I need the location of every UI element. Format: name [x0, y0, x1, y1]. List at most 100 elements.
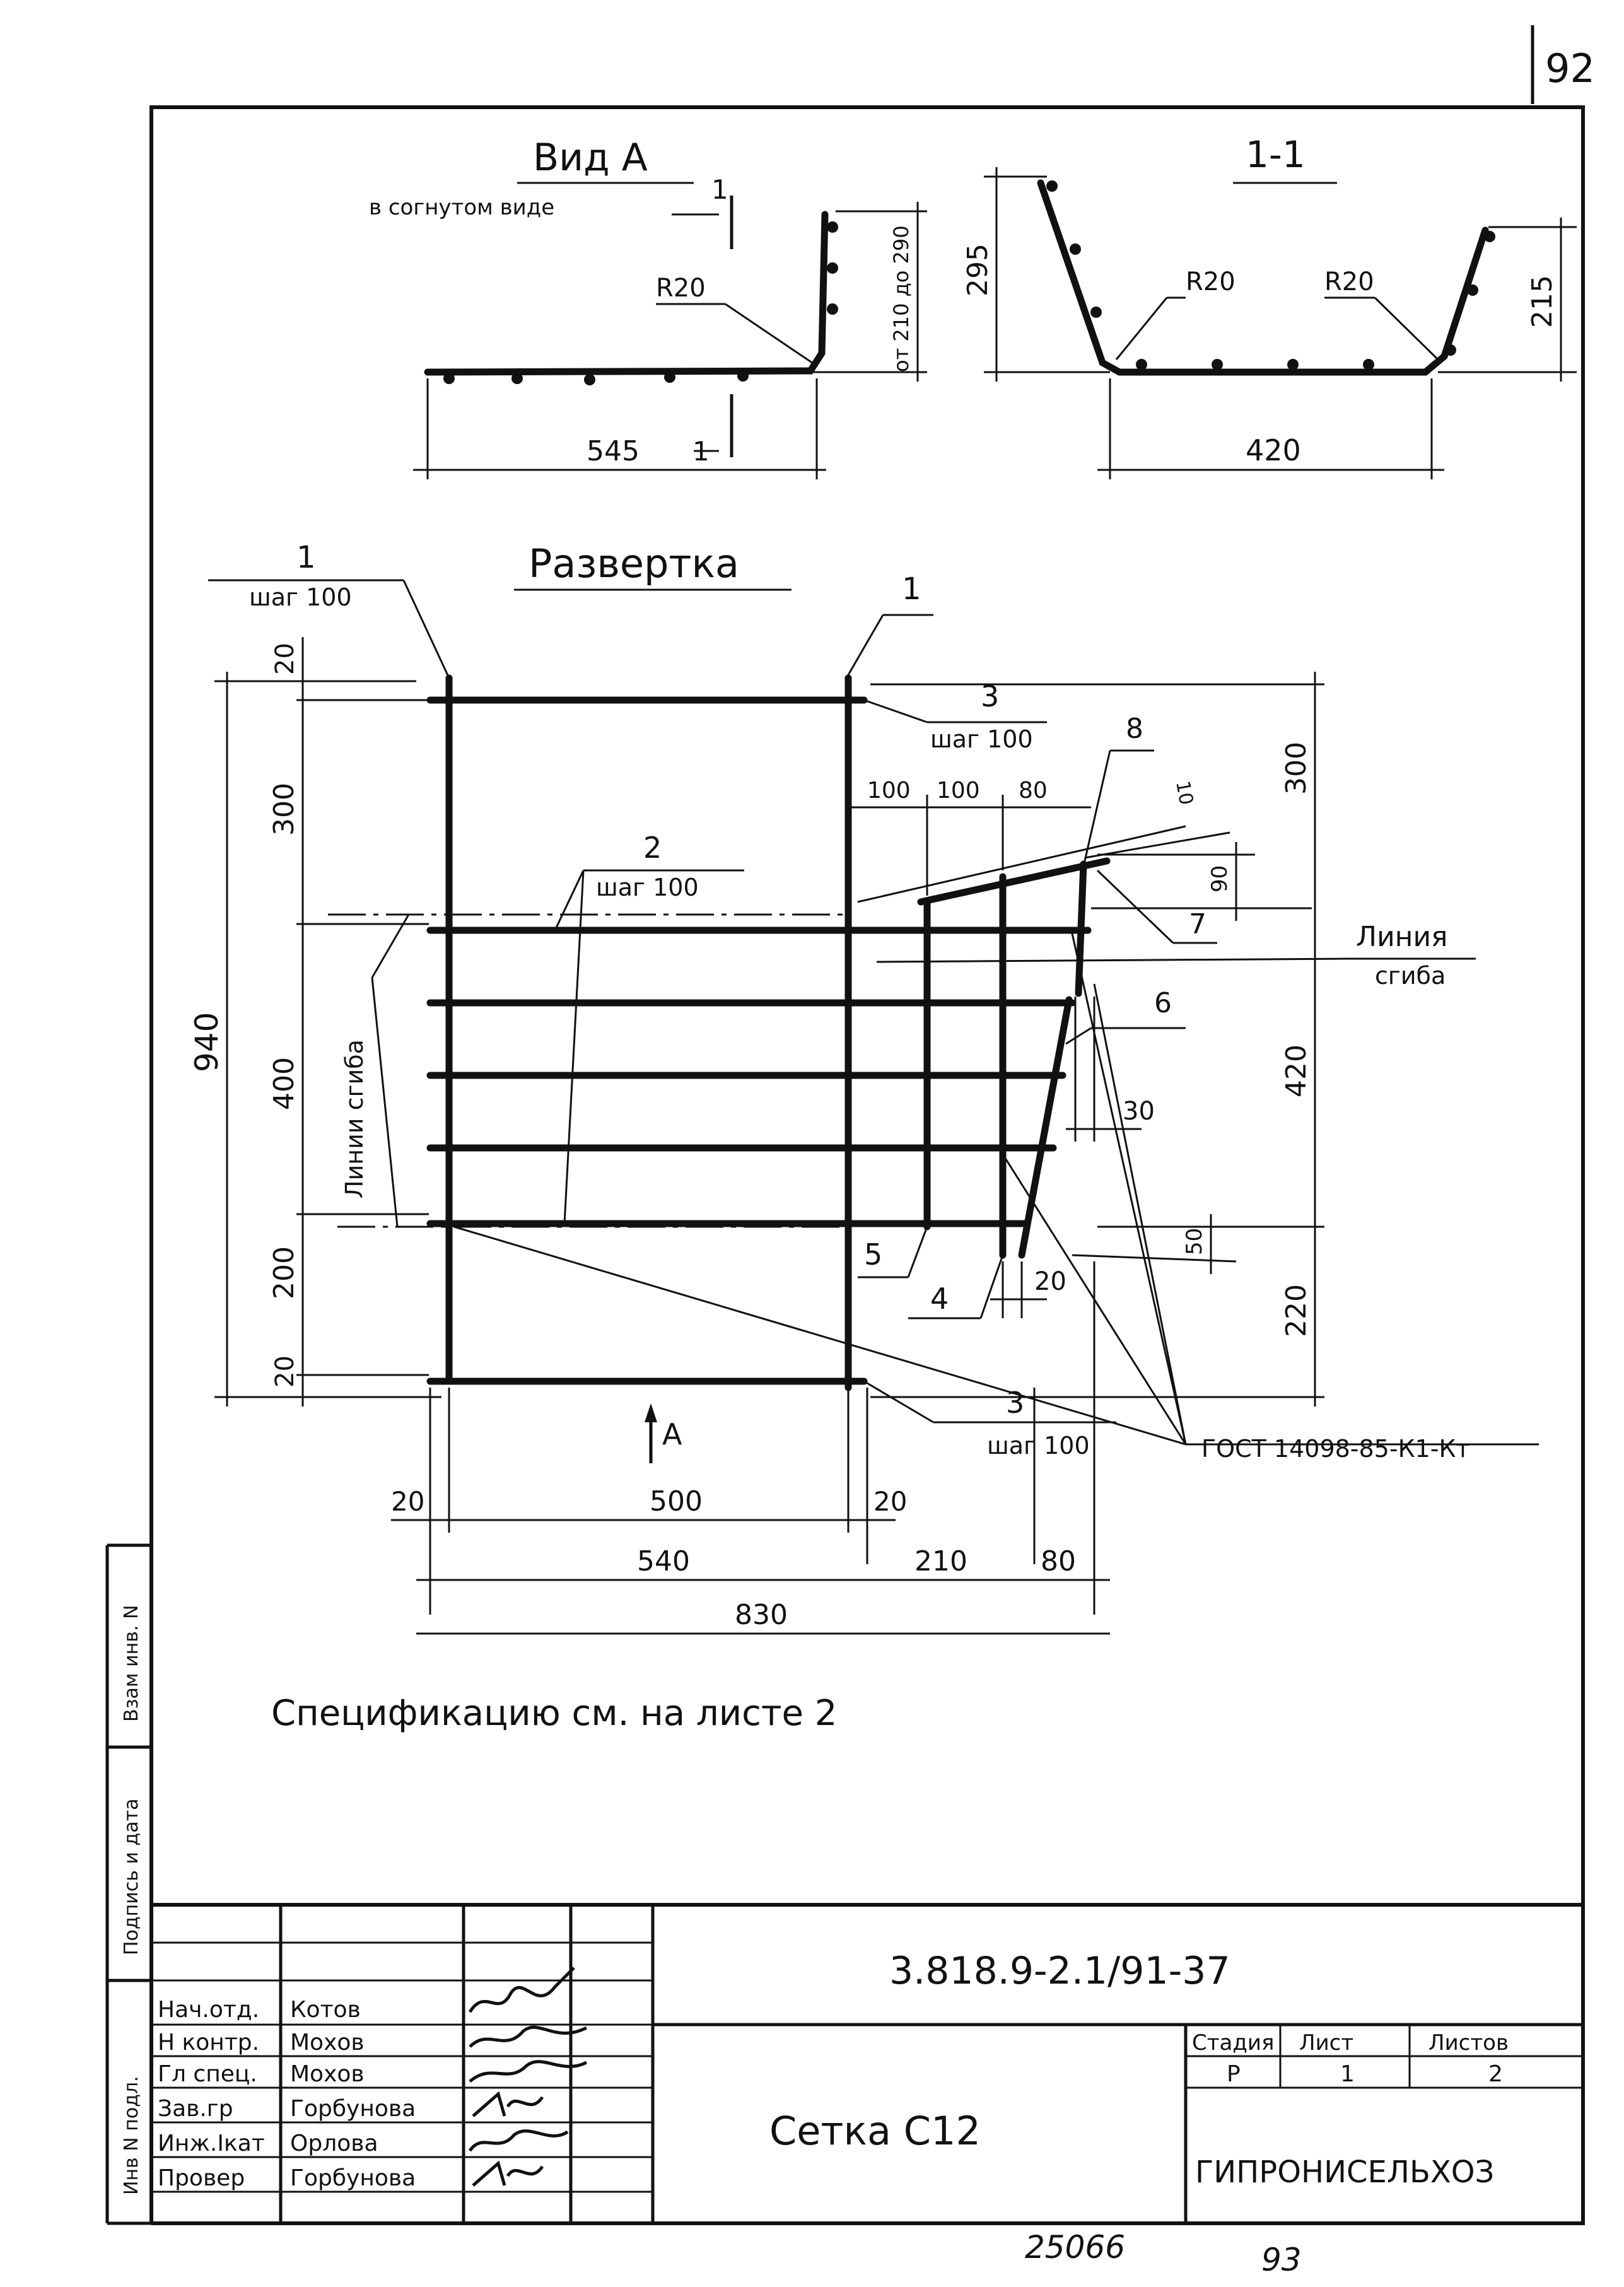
leader [979, 1255, 1004, 1319]
rod [1467, 284, 1478, 296]
rod [1363, 359, 1374, 370]
rod [827, 221, 838, 233]
trough-bar [1037, 179, 1489, 376]
role: Нач.отд. [158, 1997, 259, 2023]
ext-line [857, 825, 1186, 903]
signature [469, 2025, 588, 2048]
dim-220: 220 [1280, 1284, 1312, 1337]
leader [402, 580, 450, 679]
section-mark-bottom: 1 [692, 436, 710, 467]
dim-20-bottom: 20 [271, 1355, 300, 1388]
sheet-head: Лист [1299, 2030, 1353, 2056]
leader [1115, 297, 1168, 360]
rod [737, 370, 749, 382]
pos7: 7 [1189, 908, 1206, 940]
dim-830: 830 [735, 1599, 788, 1631]
pos3-top-step: шаг 100 [930, 725, 1033, 753]
leader [863, 699, 928, 723]
dim-30: 30 [1123, 1097, 1155, 1126]
signature [472, 2091, 544, 2117]
role: Н контр. [158, 2030, 259, 2056]
rod [511, 373, 523, 384]
weld-note: ГОСТ 14098-85-К1-Кт [1201, 1435, 1470, 1463]
section-title: 1-1 [1246, 133, 1306, 176]
dim-10: 10 [1171, 779, 1197, 807]
leader [1065, 1027, 1092, 1045]
side-stamp: Взам инв. N Подпись и дата Инв N подл. [105, 1543, 151, 2225]
dim-80-bottom: 80 [1041, 1545, 1076, 1577]
width: 420 [1246, 433, 1301, 467]
dim-20-right-bottom: 20 [873, 1486, 907, 1517]
leader [907, 1226, 928, 1278]
view-a-subtitle: в согнутом виде [369, 195, 554, 220]
dim-540: 540 [637, 1545, 690, 1577]
rod [1136, 359, 1147, 370]
role: Инж.Iкат [158, 2131, 265, 2156]
pos2: 2 [643, 831, 662, 865]
ext-line [1084, 831, 1230, 859]
dim-20-left: 20 [391, 1486, 424, 1517]
view-a-radius: R20 [656, 274, 706, 303]
person: Мохов [290, 2030, 365, 2056]
unfold-view: Развертка 940 20 300 400 20 [189, 540, 1539, 1635]
signature [468, 1967, 575, 2013]
section-1-1: 1-1 R20 R20 295 215 420 [962, 133, 1577, 479]
rod-pos6 [1018, 996, 1073, 1259]
rod [1484, 231, 1495, 242]
rod [827, 303, 838, 315]
page-number: 92 [1545, 45, 1595, 91]
leader [863, 1380, 934, 1424]
rod [1445, 344, 1456, 356]
leader [876, 957, 1350, 963]
drawing-frame [149, 105, 1585, 2225]
rod-pos7 [1075, 860, 1087, 997]
dim-300-right: 300 [1280, 742, 1312, 795]
bend-line-right-2: сгиба [1375, 962, 1446, 990]
stage: Р [1227, 2061, 1241, 2087]
ext-line [1072, 1254, 1237, 1263]
view-a-title: Вид А [533, 136, 648, 180]
dim-50: 50 [1182, 1228, 1207, 1255]
leader [1096, 869, 1174, 944]
rod [1046, 180, 1058, 192]
radius-leader [725, 303, 817, 367]
pos2-step: шаг 100 [596, 874, 699, 901]
signature [468, 2129, 569, 2152]
role: Гл спец. [158, 2061, 257, 2087]
rod [1090, 307, 1102, 318]
weld-leader [1071, 933, 1187, 1445]
pos1-left-step: шаг 100 [249, 583, 352, 611]
dim-20-right: 20 [1034, 1267, 1066, 1296]
doc-code: 3.818.9-2.1/91-37 [889, 1949, 1230, 1993]
unfold-title: Развертка [529, 541, 739, 587]
rod [1287, 359, 1299, 370]
view-a-length: 545 [587, 435, 640, 467]
leader [847, 614, 884, 676]
dim-90: 90 [1207, 865, 1232, 892]
radius-right: R20 [1324, 267, 1374, 296]
person: Мохов [290, 2061, 365, 2087]
rod [827, 262, 838, 274]
sheets: 2 [1488, 2061, 1503, 2087]
rod [443, 373, 455, 384]
leader [371, 914, 410, 978]
radius-left: R20 [1186, 267, 1236, 296]
archive-number: 25066 [1025, 2229, 1125, 2266]
dim-100a: 100 [867, 778, 911, 804]
view-a: Вид А в согнутом виде 1 R20 от 210 до 29… [369, 136, 927, 479]
rod [664, 371, 675, 383]
organization: ГИПРОНИСЕЛЬХОЗ [1195, 2155, 1494, 2190]
rod [584, 374, 595, 385]
leader [563, 870, 585, 1224]
pos1-left: 1 [296, 540, 316, 575]
stamp-inv-orig: Инв N подл. [120, 2076, 143, 2195]
dim-400: 400 [268, 1057, 300, 1110]
leader [371, 977, 399, 1227]
dim-20-top: 20 [271, 643, 300, 675]
dim-420: 420 [1280, 1044, 1312, 1097]
view-a-height: от 210 до 290 [889, 225, 913, 372]
signature [472, 2160, 544, 2187]
dim-300: 300 [268, 783, 300, 836]
rod [1212, 359, 1223, 370]
